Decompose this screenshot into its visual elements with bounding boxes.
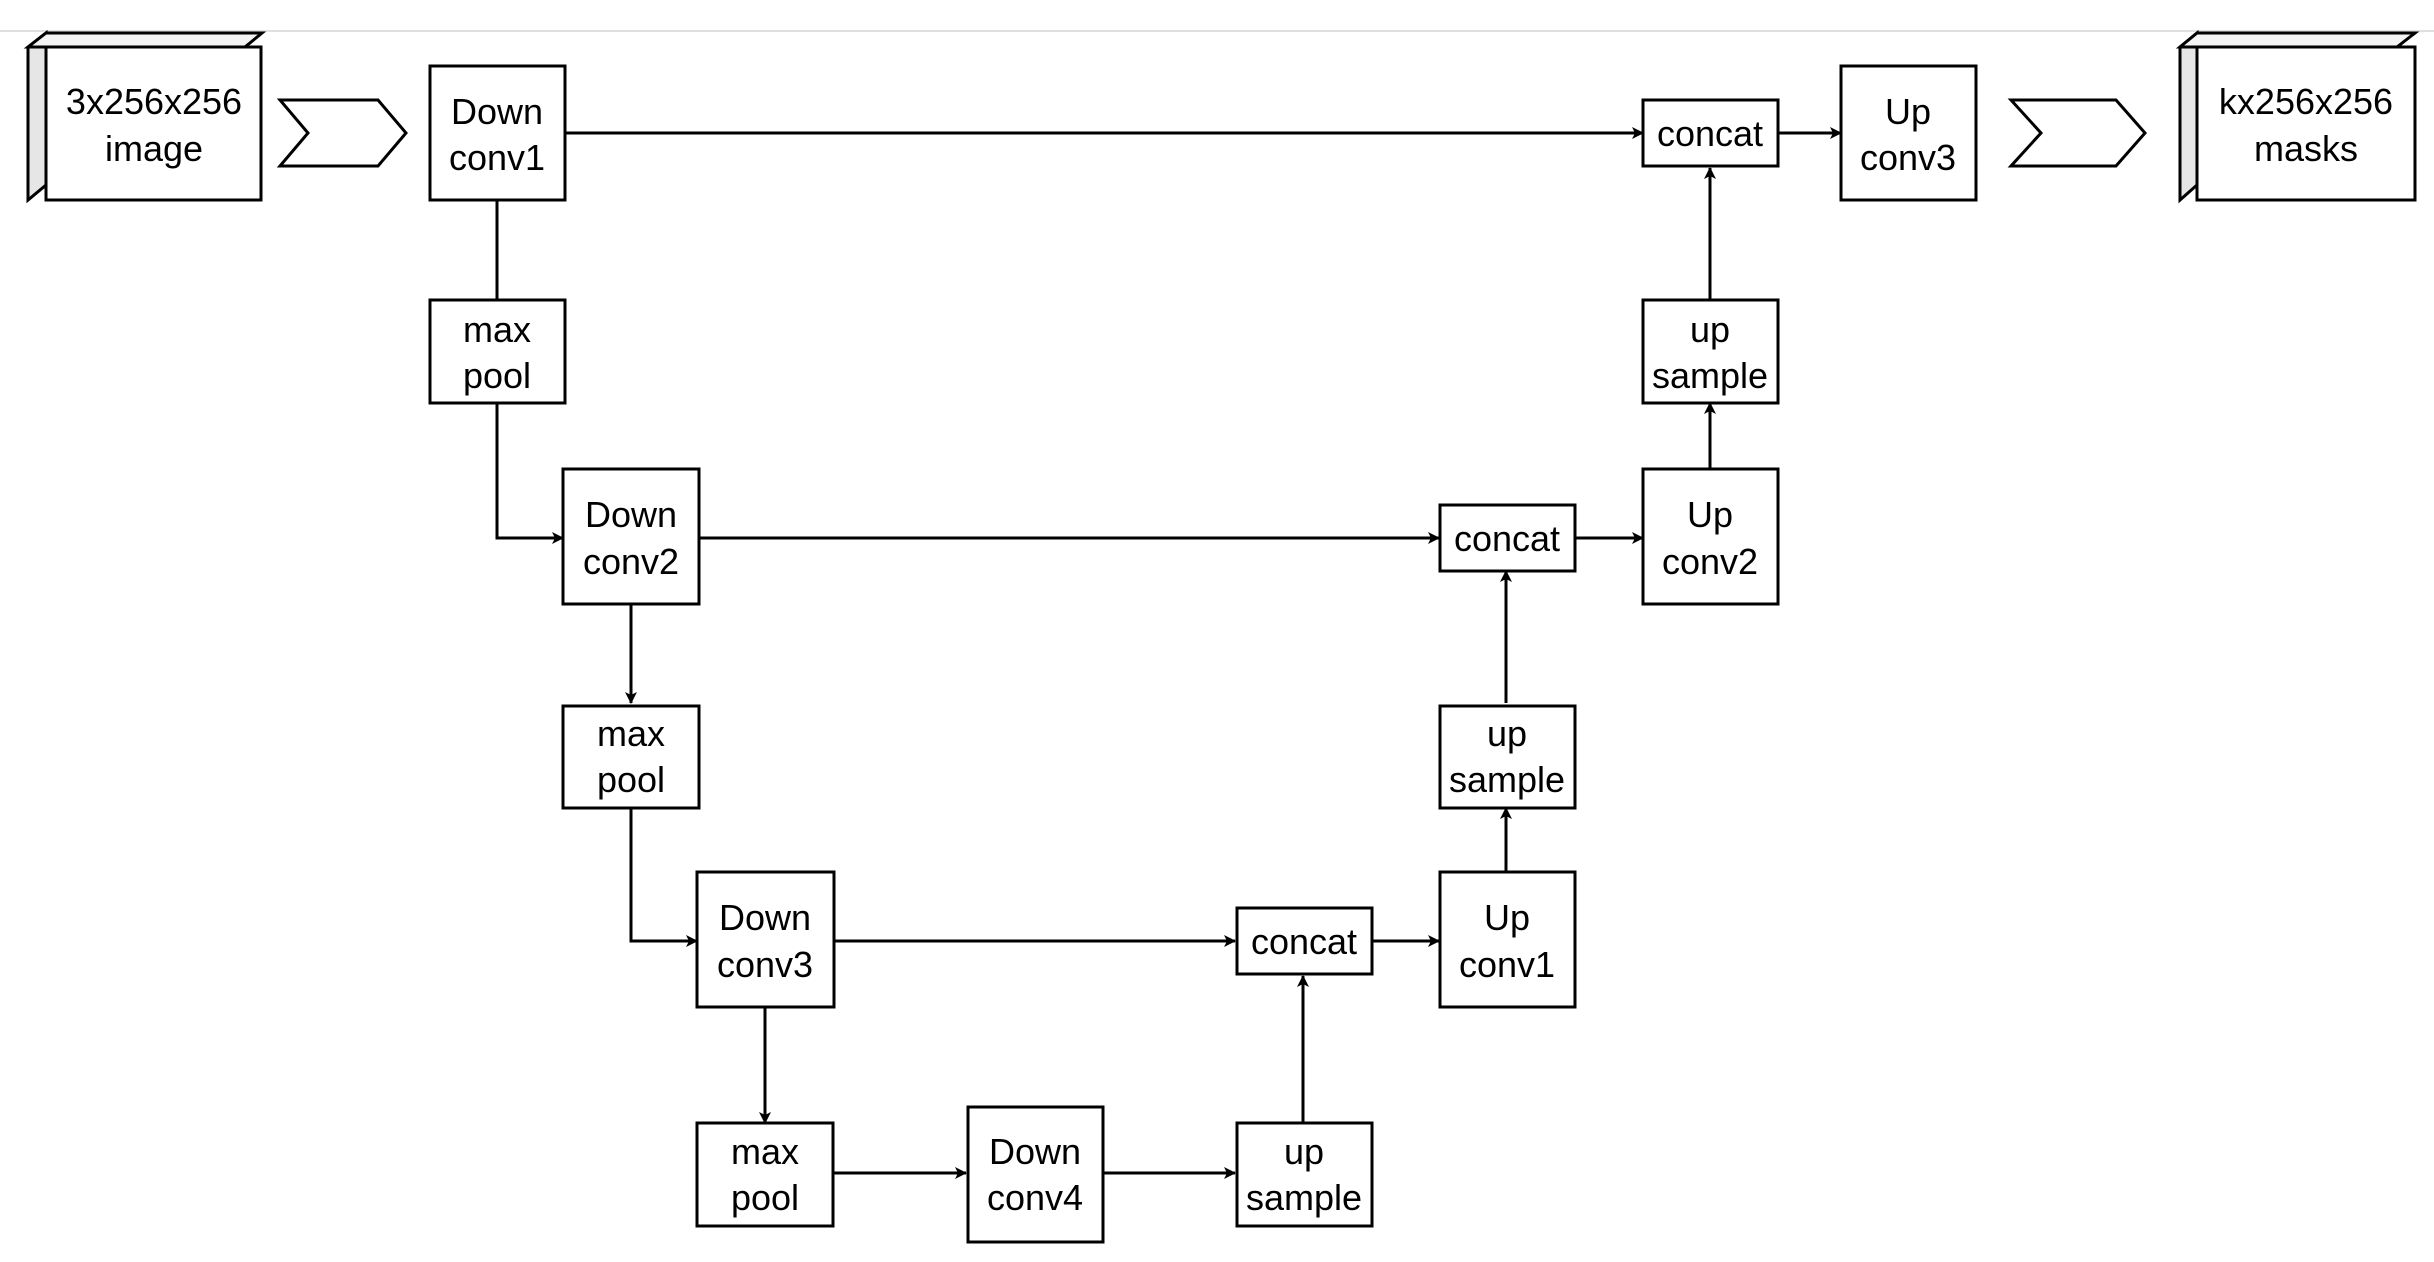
node-upsample1: up sample: [1235, 1121, 1374, 1228]
maxpool3-label-line1: max: [731, 1131, 799, 1172]
upsample1-label-line1: up: [1284, 1131, 1324, 1172]
upsample2-label-line1: up: [1487, 713, 1527, 754]
maxpool2-label-line2: pool: [597, 759, 665, 800]
maxpool1-label-line1: max: [463, 309, 531, 350]
upsample1-label-line2: sample: [1246, 1177, 1362, 1218]
node-maxpool2: max pool: [561, 704, 701, 810]
input-label-line1: 3x256x256: [66, 81, 242, 122]
upsample3-label-line1: up: [1690, 309, 1730, 350]
upsample2-label-line2: sample: [1449, 759, 1565, 800]
node-downconv3: Down conv3: [695, 870, 836, 1009]
downconv4-label-line1: Down: [989, 1131, 1081, 1172]
node-maxpool1: max pool: [428, 298, 567, 405]
downconv2-label-line1: Down: [585, 494, 677, 535]
upconv1-label-line1: Up: [1484, 897, 1530, 938]
concat2-label: concat: [1454, 518, 1560, 559]
node-upsample3: up sample: [1641, 298, 1780, 405]
input-chevron: [276, 98, 408, 168]
output-label-line2: masks: [2254, 128, 2358, 169]
input-label-line2: image: [105, 128, 203, 169]
upconv1-label-line2: conv1: [1459, 944, 1555, 985]
concat1-label: concat: [1251, 921, 1357, 962]
node-downconv4: Down conv4: [966, 1105, 1105, 1244]
downconv3-label-line2: conv3: [717, 944, 813, 985]
downconv1-label-line1: Down: [451, 91, 543, 132]
node-upconv2: Up conv2: [1641, 467, 1780, 606]
output-label-line1: kx256x256: [2219, 81, 2393, 122]
node-concat2: concat: [1438, 503, 1577, 573]
node-concat1: concat: [1235, 906, 1374, 976]
upconv2-label-line1: Up: [1687, 494, 1733, 535]
upconv2-label-line2: conv2: [1662, 541, 1758, 582]
node-upconv1: Up conv1: [1438, 870, 1577, 1009]
downconv4-label-line2: conv4: [987, 1177, 1083, 1218]
upconv3-label-line1: Up: [1885, 91, 1931, 132]
edge-maxpool2-downconv3: [629, 808, 698, 947]
node-downconv1: Down conv1: [428, 64, 567, 202]
downconv3-label-line1: Down: [719, 897, 811, 938]
node-downconv2: Down conv2: [561, 467, 701, 606]
output-chevron: [2007, 98, 2147, 168]
downconv1-label-line2: conv1: [449, 137, 545, 178]
edge-maxpool1-downconv2: [495, 403, 564, 544]
maxpool1-label-line2: pool: [463, 355, 531, 396]
maxpool2-label-line1: max: [597, 713, 665, 754]
concat3-label: concat: [1657, 113, 1763, 154]
node-upconv3: Up conv3: [1839, 64, 1978, 202]
input-tensor: 3x256x256 image: [23, 29, 267, 204]
output-tensor: kx256x256 masks: [2175, 29, 2420, 204]
upsample3-label-line2: sample: [1652, 355, 1768, 396]
maxpool3-label-line2: pool: [731, 1177, 799, 1218]
downconv2-label-line2: conv2: [583, 541, 679, 582]
node-concat3: concat: [1641, 98, 1780, 168]
node-maxpool3: max pool: [695, 1121, 835, 1228]
upconv3-label-line2: conv3: [1860, 137, 1956, 178]
node-upsample2: up sample: [1438, 704, 1577, 810]
